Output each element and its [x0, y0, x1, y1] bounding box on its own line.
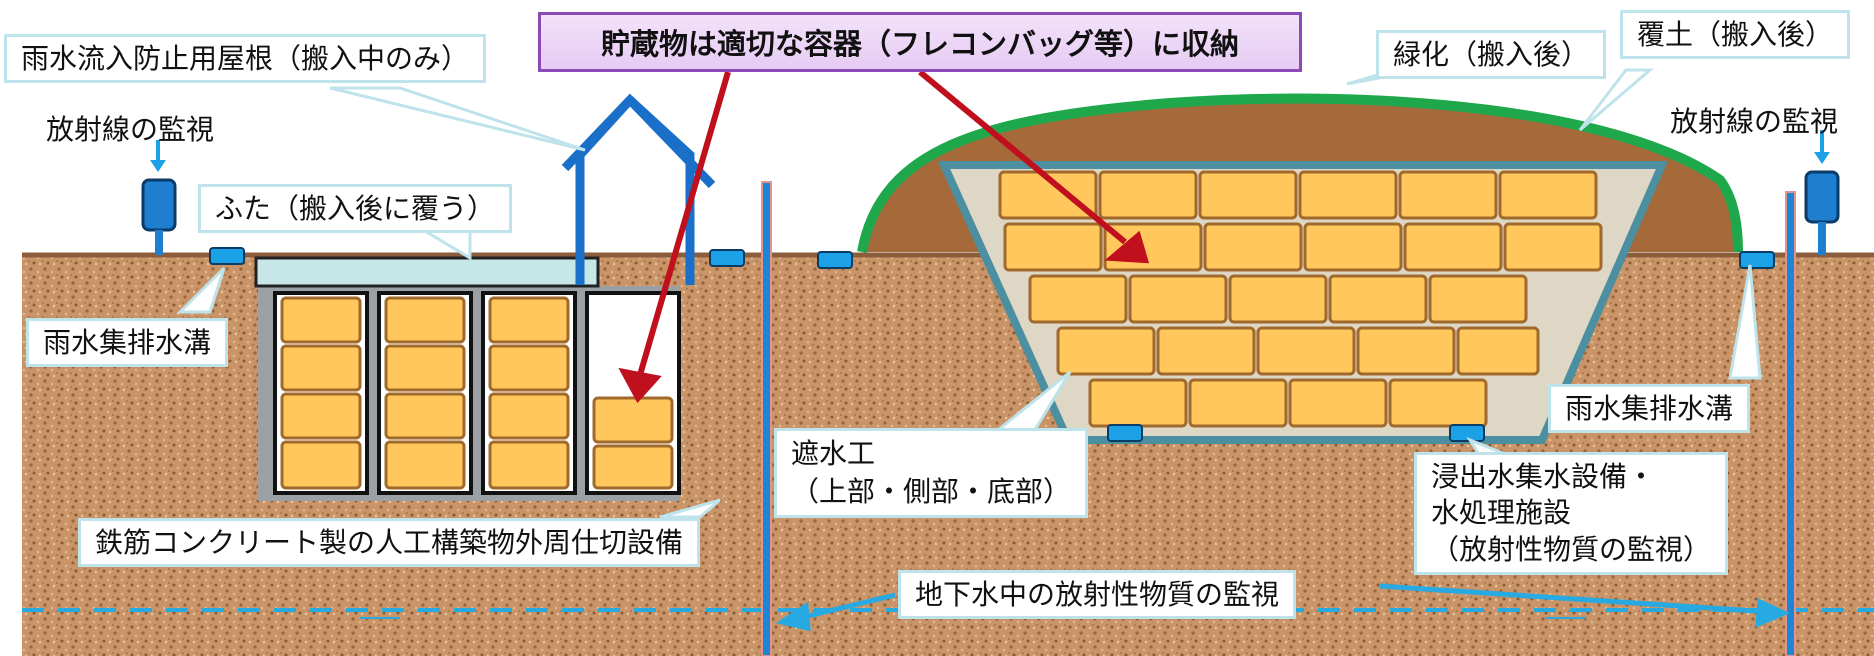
concrete-structure-label: 鉄筋コンクリート製の人工構築物外周仕切設備	[78, 518, 701, 567]
rain-drain	[209, 247, 245, 265]
impermeable-work-label: 遮水工 （上部・側部・底部）	[774, 428, 1089, 518]
rain-drain	[709, 249, 745, 267]
storage-container-banner: 貯蔵物は適切な容器（フレコンバッグ等）に収納	[538, 12, 1302, 72]
rain-drain-label-right: 雨水集排水溝	[1548, 384, 1751, 433]
greening	[857, 93, 1743, 253]
radiation-monitoring-label-left: 放射線の監視	[46, 113, 215, 146]
right-monitoring-pipe	[1785, 191, 1796, 656]
rain-drain	[1739, 251, 1775, 269]
radiation-monitor-icon	[141, 140, 177, 255]
flexible-container-bags-left	[280, 296, 674, 490]
radiation-monitoring-label-right: 放射線の監視	[1670, 105, 1839, 138]
groundwater-monitoring-label: 地下水中の放射性物質の監視	[898, 570, 1297, 619]
banner-arrows	[618, 69, 1150, 404]
radiation-monitor-icon	[1804, 130, 1840, 255]
rain-roof-label: 雨水流入防止用屋根（搬入中のみ）	[4, 34, 487, 83]
rain-drain-label-left: 雨水集排水溝	[26, 318, 229, 367]
leachate-drain	[1449, 424, 1485, 442]
callout-pointers	[176, 68, 1762, 519]
greening-label: 緑化（搬入後）	[1376, 30, 1607, 79]
groundwater-arrows	[775, 583, 1791, 632]
lid-label: ふた（搬入後に覆う）	[198, 184, 513, 233]
flexible-container-bags-right	[998, 170, 1603, 428]
leachate-drain	[1107, 424, 1143, 442]
lid	[254, 256, 600, 288]
leachate-facility-label: 浸出水集水設備・ 水処理施設 （放射性物質の監視）	[1414, 452, 1729, 576]
rain-drain	[817, 251, 853, 269]
cover-soil-label: 覆土（搬入後）	[1620, 10, 1851, 59]
monitoring-pipe	[761, 181, 772, 656]
